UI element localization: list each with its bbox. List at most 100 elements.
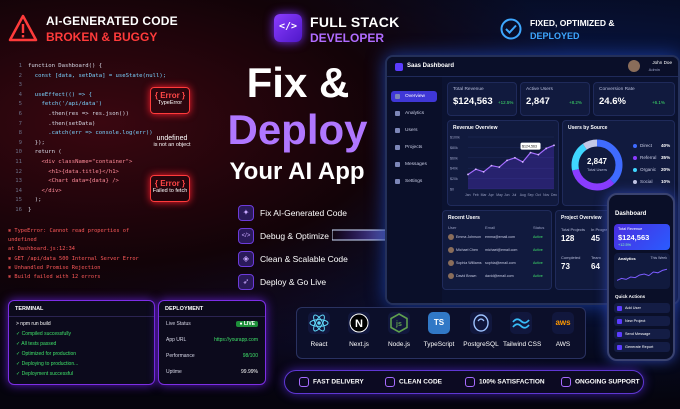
- tech-name: AWS: [555, 341, 571, 348]
- deployment-title: DEPLOYMENT: [165, 306, 204, 312]
- legend-label: Referral: [640, 155, 657, 160]
- line-number: 2: [18, 72, 22, 79]
- line-number: 16: [15, 207, 22, 213]
- quick-action-button[interactable]: Send Message: [614, 329, 670, 339]
- warning-icon: [8, 14, 38, 42]
- tech-name: TypeScript: [423, 341, 455, 348]
- code-icon: [385, 377, 395, 387]
- line-number: 11: [15, 159, 22, 165]
- svg-text:js: js: [395, 321, 402, 328]
- nav-overview[interactable]: Overview: [391, 91, 437, 102]
- tailwind-css-icon: [510, 312, 532, 334]
- donut-slice: [571, 139, 623, 191]
- terminal-line: ✓ All tests passed: [16, 341, 57, 347]
- table-cell: emma@email.com: [485, 235, 516, 239]
- quick-action-icon: [617, 344, 622, 350]
- phone-analytics-title: Analytics: [618, 256, 636, 261]
- table-cell: david@email.com: [485, 274, 514, 278]
- quick-action-label: Send Message: [625, 331, 651, 336]
- y-tick-label: $40k: [450, 167, 458, 171]
- quick-action-button[interactable]: Generate Report: [614, 342, 670, 352]
- shield-check-icon: [465, 377, 475, 387]
- tech-name: React: [310, 341, 328, 348]
- fixed-subheading: DEPLOYED: [530, 31, 580, 41]
- quick-action-icon: [617, 305, 622, 311]
- table-cell: Active: [533, 235, 543, 239]
- line-number: 5: [18, 101, 22, 108]
- data-point: [467, 173, 469, 176]
- nav-messages[interactable]: Messages: [391, 159, 437, 170]
- phone-dashboard: Dashboard Total Revenue $124,563 +12.5% …: [607, 193, 675, 361]
- phone-quick-actions-title: Quick Actions: [615, 294, 646, 299]
- benefit-clean-code: CLEAN CODE: [385, 377, 442, 387]
- table-header: Email: [485, 225, 496, 230]
- error-badge-typeerror: { Error } TypeError: [150, 87, 190, 114]
- terminal-line: ✓ Deploying to production...: [16, 361, 79, 367]
- benefit-satisfaction: 100% SATISFACTION: [465, 377, 545, 387]
- legend-value: 35%: [661, 155, 671, 160]
- code-text: );: [28, 197, 42, 204]
- react-icon: [308, 312, 330, 334]
- project-stat-value: 64: [591, 262, 600, 271]
- deploy-value: 99.99%: [241, 369, 258, 375]
- phone-analytics-line: [617, 268, 667, 281]
- quick-action-button[interactable]: Add User: [614, 303, 670, 313]
- line-number: 9: [18, 139, 22, 146]
- legend-value: 40%: [661, 143, 671, 148]
- tech-tailwind-css: Tailwind CSS: [503, 312, 541, 348]
- data-point: [474, 168, 477, 171]
- nav-analytics[interactable]: Analytics: [391, 108, 437, 119]
- code-text: useEffect(() => {: [28, 91, 92, 98]
- error-title: { Error }: [154, 179, 186, 188]
- terminal-line: ✓ Deployment successful: [16, 371, 73, 377]
- headset-icon: [561, 377, 571, 387]
- deploy-value[interactable]: https://yourapp.com: [214, 337, 258, 343]
- data-point: [514, 156, 516, 159]
- tooltip-value: $124,563: [522, 145, 537, 149]
- code-text: .catch(err => console.log(err)): [28, 130, 153, 137]
- line-number: 13: [15, 178, 22, 185]
- nav-users[interactable]: Users: [391, 125, 437, 136]
- table-cell: Active: [533, 248, 543, 252]
- avatar: [628, 60, 640, 72]
- data-point: [537, 153, 540, 156]
- code-text: }: [28, 207, 32, 213]
- table-header: User: [448, 225, 457, 230]
- revenue-chart-card: Revenue Overview $100k$80k$60k$40k$20k$0…: [447, 120, 559, 206]
- project-stat-label: Total Projects: [561, 227, 586, 232]
- data-point: [529, 151, 532, 154]
- x-tick-label: Feb: [473, 193, 479, 197]
- project-stat-label: Team: [591, 255, 601, 260]
- log-line: ⊗ GET /api/data 500 Internal Server Erro…: [8, 255, 139, 262]
- code-text: .then(res => res.json()): [28, 111, 130, 117]
- project-stat-value: 45: [591, 234, 600, 243]
- user-role: Admin: [648, 67, 660, 72]
- line-number: 15: [15, 197, 22, 204]
- legend-value: 10%: [661, 179, 671, 184]
- terminal-line: ✓ Compiled successfully: [16, 331, 72, 337]
- fixed-heading: FIXED, OPTIMIZED &: [530, 18, 615, 28]
- x-tick-label: Nov: [543, 193, 549, 197]
- nav-settings[interactable]: Settings: [391, 176, 437, 187]
- code-text: <Chart data={data} />: [28, 178, 119, 185]
- brand-subtitle: DEVELOPER: [310, 31, 385, 45]
- user-name: John Doe: [652, 60, 672, 65]
- tooltip-box: [520, 142, 541, 150]
- source-donut-chart: [571, 139, 623, 191]
- tech-name: Next.js: [349, 341, 369, 348]
- line-number: 1: [18, 63, 22, 69]
- x-tick-label: Dec: [551, 193, 557, 197]
- quick-action-button[interactable]: New Project: [614, 316, 670, 326]
- recent-users-title: Recent Users: [448, 215, 480, 221]
- deploy-value: ● LIVE: [236, 321, 258, 327]
- phone-period-select[interactable]: This Week: [650, 256, 667, 260]
- terminal-line: > npm run build: [16, 321, 51, 327]
- data-point: [521, 161, 524, 163]
- y-tick-label: $80k: [450, 146, 458, 150]
- data-point: [490, 164, 493, 167]
- feature-label: Deploy & Go Live: [260, 277, 327, 287]
- hero-line-1: Fix &: [246, 59, 350, 106]
- nav-projects[interactable]: Projects: [391, 142, 437, 153]
